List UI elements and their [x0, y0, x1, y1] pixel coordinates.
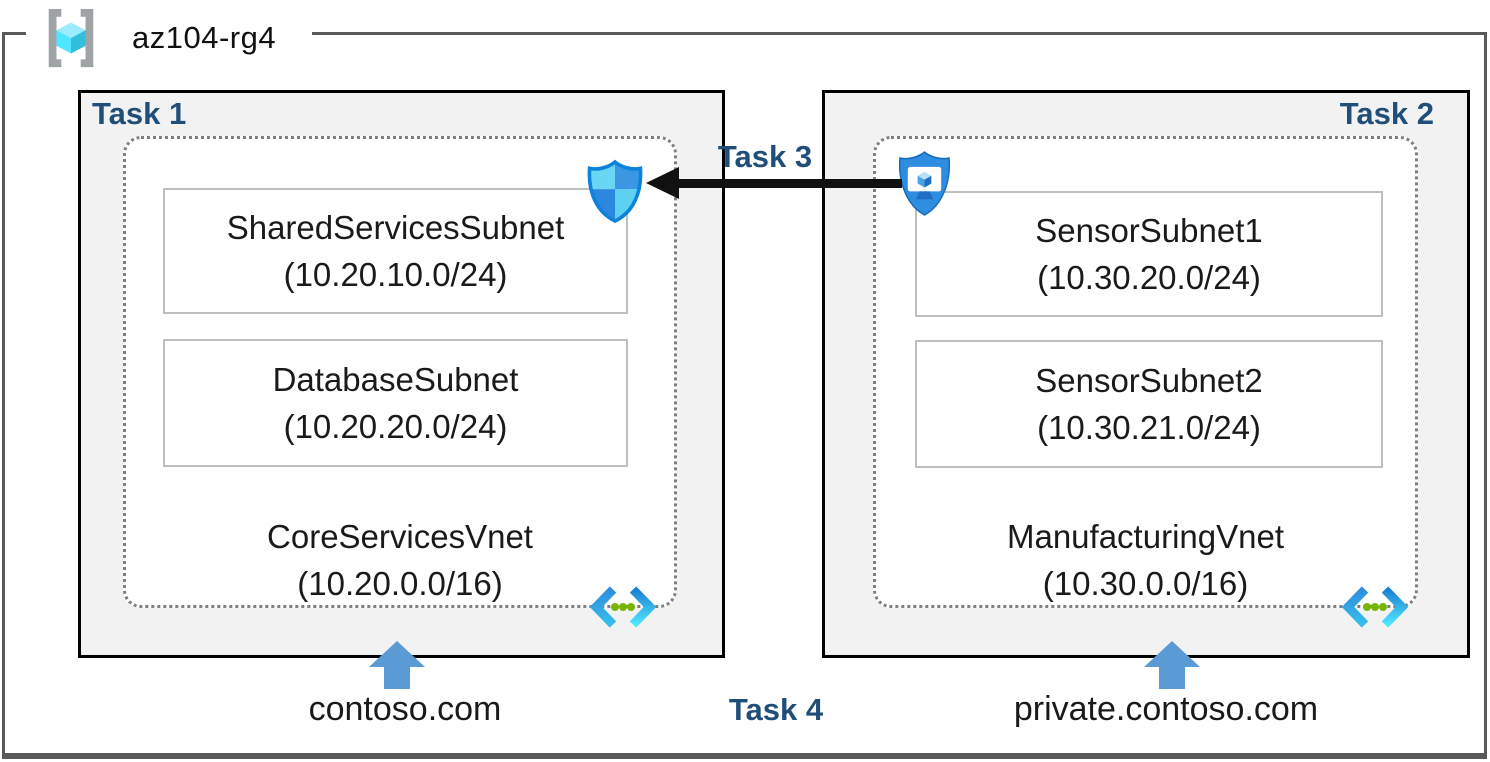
manufacturing-vnet-caption: ManufacturingVnet (10.30.0.0/16) [873, 513, 1418, 607]
shared-services-subnet-box: SharedServicesSubnet (10.20.10.0/24) [163, 188, 628, 314]
arrow-head [369, 641, 425, 667]
resource-group-icon [40, 7, 102, 69]
arrow-stem [1159, 667, 1185, 689]
subnet-cidr: (10.20.20.0/24) [283, 408, 508, 445]
resource-group-header: az104-rg4 [40, 6, 460, 70]
task3-label: Task 3 [717, 139, 813, 174]
arrow-stem [384, 667, 410, 689]
arrow-head [1144, 641, 1200, 667]
database-subnet-box: DatabaseSubnet (10.20.20.0/24) [163, 339, 628, 467]
application-security-group-icon [897, 150, 952, 223]
vnet-name: ManufacturingVnet [1006, 518, 1284, 555]
contoso-domain-label: contoso.com [308, 690, 502, 728]
resource-group-name: az104-rg4 [132, 20, 277, 55]
subnet-name: SharedServicesSubnet [226, 209, 565, 246]
dns-up-arrow-icon [1144, 641, 1200, 689]
subnet-name: SensorSubnet2 [1035, 362, 1263, 399]
sensor-subnet2-box: SensorSubnet2 (10.30.21.0/24) [915, 340, 1383, 468]
network-security-group-icon [586, 159, 644, 224]
task3-arrowhead-icon [646, 167, 679, 199]
virtual-network-icon [589, 584, 657, 630]
resource-group-boundary [2, 32, 1487, 759]
core-services-vnet-caption: CoreServicesVnet (10.20.0.0/16) [123, 513, 677, 607]
private-contoso-domain-label: private.contoso.com [1013, 690, 1319, 728]
vnet-name: CoreServicesVnet [267, 518, 533, 555]
resource-group-label-gap [26, 28, 312, 40]
task1-label: Task 1 [92, 96, 187, 131]
virtual-network-icon [1341, 584, 1409, 630]
task2-label: Task 2 [1339, 96, 1434, 131]
task3-arrow-line [672, 179, 902, 188]
subnet-name: DatabaseSubnet [272, 361, 519, 398]
subnet-cidr: (10.30.21.0/24) [1037, 409, 1261, 446]
task4-label: Task 4 [728, 692, 824, 727]
subnet-cidr: (10.30.20.0/24) [1037, 259, 1261, 296]
sensor-subnet1-box: SensorSubnet1 (10.30.20.0/24) [915, 191, 1383, 317]
subnet-cidr: (10.20.10.0/24) [283, 256, 508, 293]
dns-up-arrow-icon [369, 641, 425, 689]
subnet-name: SensorSubnet1 [1035, 212, 1263, 249]
vnet-cidr: (10.30.0.0/16) [1042, 565, 1249, 602]
vnet-cidr: (10.20.0.0/16) [297, 565, 503, 602]
